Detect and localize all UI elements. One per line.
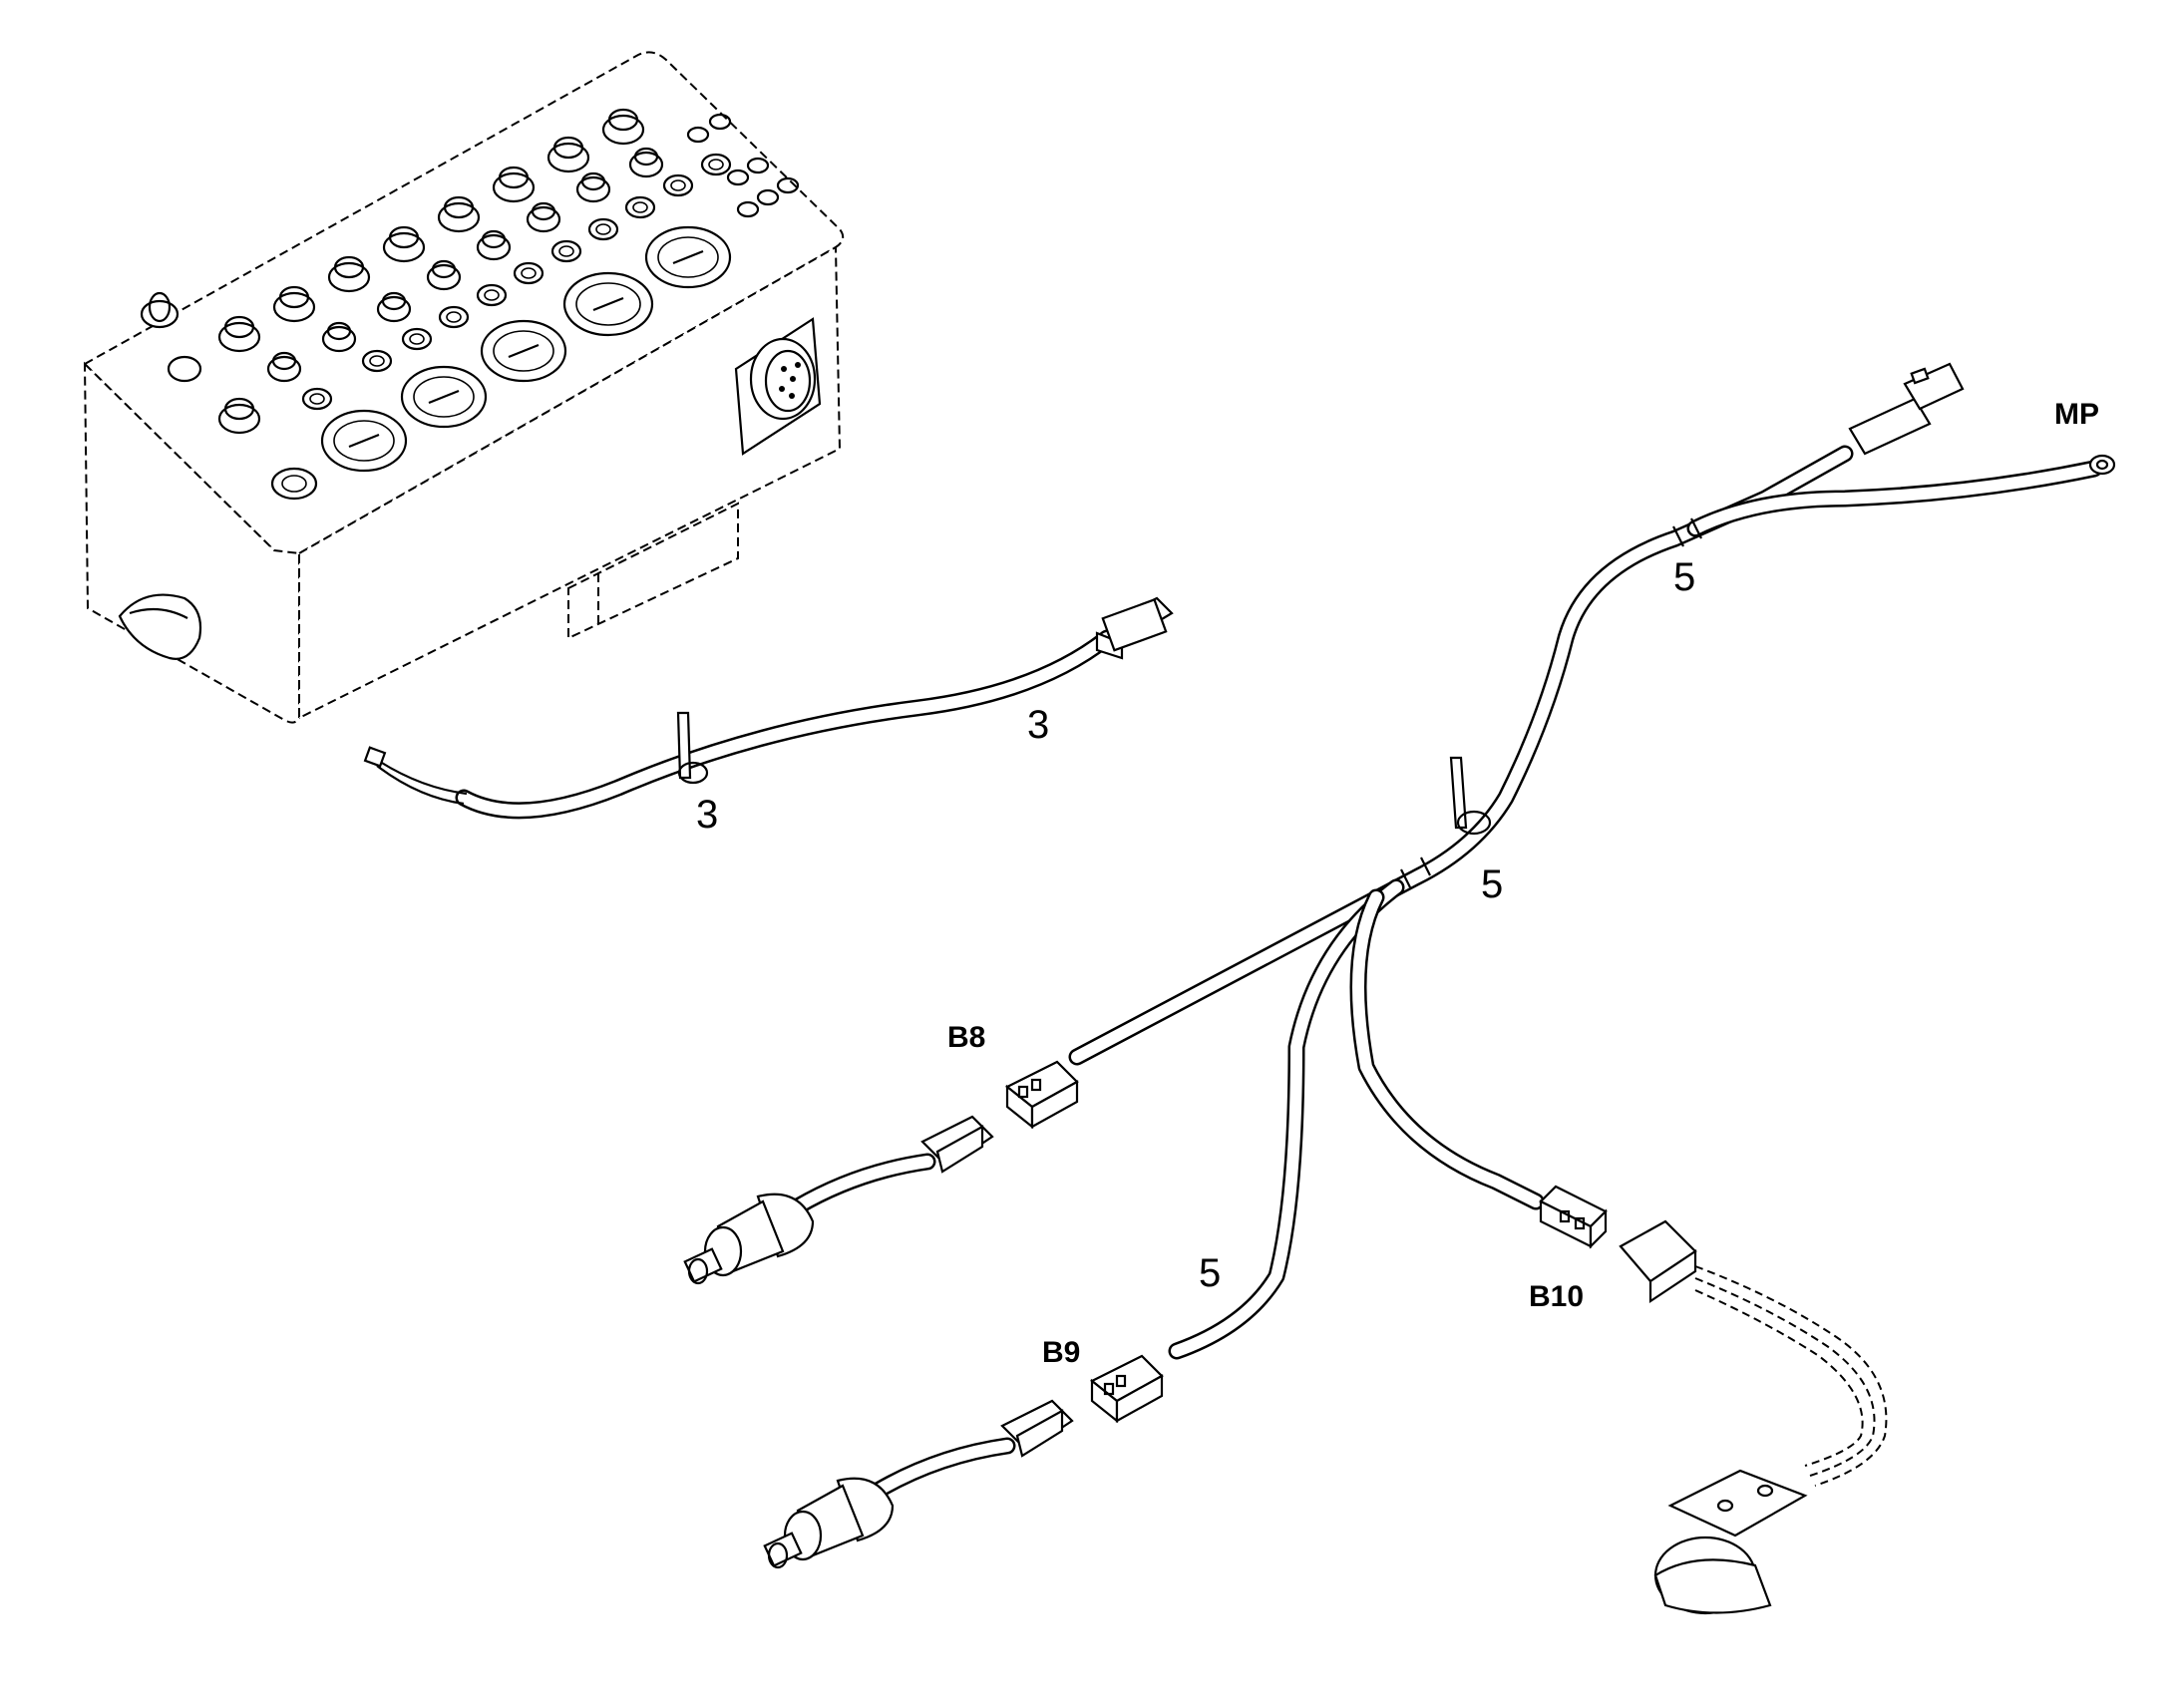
label-b8: B8 xyxy=(947,1021,985,1054)
panel-gauges xyxy=(320,225,732,473)
harness-5 xyxy=(1068,362,2116,1360)
pressure-sensor-b8 xyxy=(683,1115,994,1285)
connector-b8 xyxy=(1004,1060,1079,1130)
label-harness-3-lower: 3 xyxy=(696,793,718,837)
panel-key-switch xyxy=(140,291,318,501)
harness-3 xyxy=(363,596,1174,820)
connector-b10 xyxy=(1539,1185,1608,1249)
label-harness-5-lower: 5 xyxy=(1199,1251,1221,1295)
label-harness-3-upper: 3 xyxy=(1027,703,1049,747)
control-panel-box xyxy=(83,51,845,724)
connector-b9 xyxy=(1089,1354,1164,1424)
label-harness-5-mid: 5 xyxy=(1481,862,1503,906)
round-connector-socket xyxy=(734,317,822,456)
panel-knobs xyxy=(217,108,664,435)
pressure-sensor-b9 xyxy=(763,1399,1074,1569)
rocker-switch xyxy=(118,593,202,660)
label-b10: B10 xyxy=(1529,1280,1584,1313)
label-harness-5-top: 5 xyxy=(1673,555,1695,599)
label-b9: B9 xyxy=(1042,1336,1080,1369)
panel-switches xyxy=(301,113,800,411)
speed-sensor-b10 xyxy=(1619,1219,1888,1615)
label-mp: MP xyxy=(2054,398,2099,431)
